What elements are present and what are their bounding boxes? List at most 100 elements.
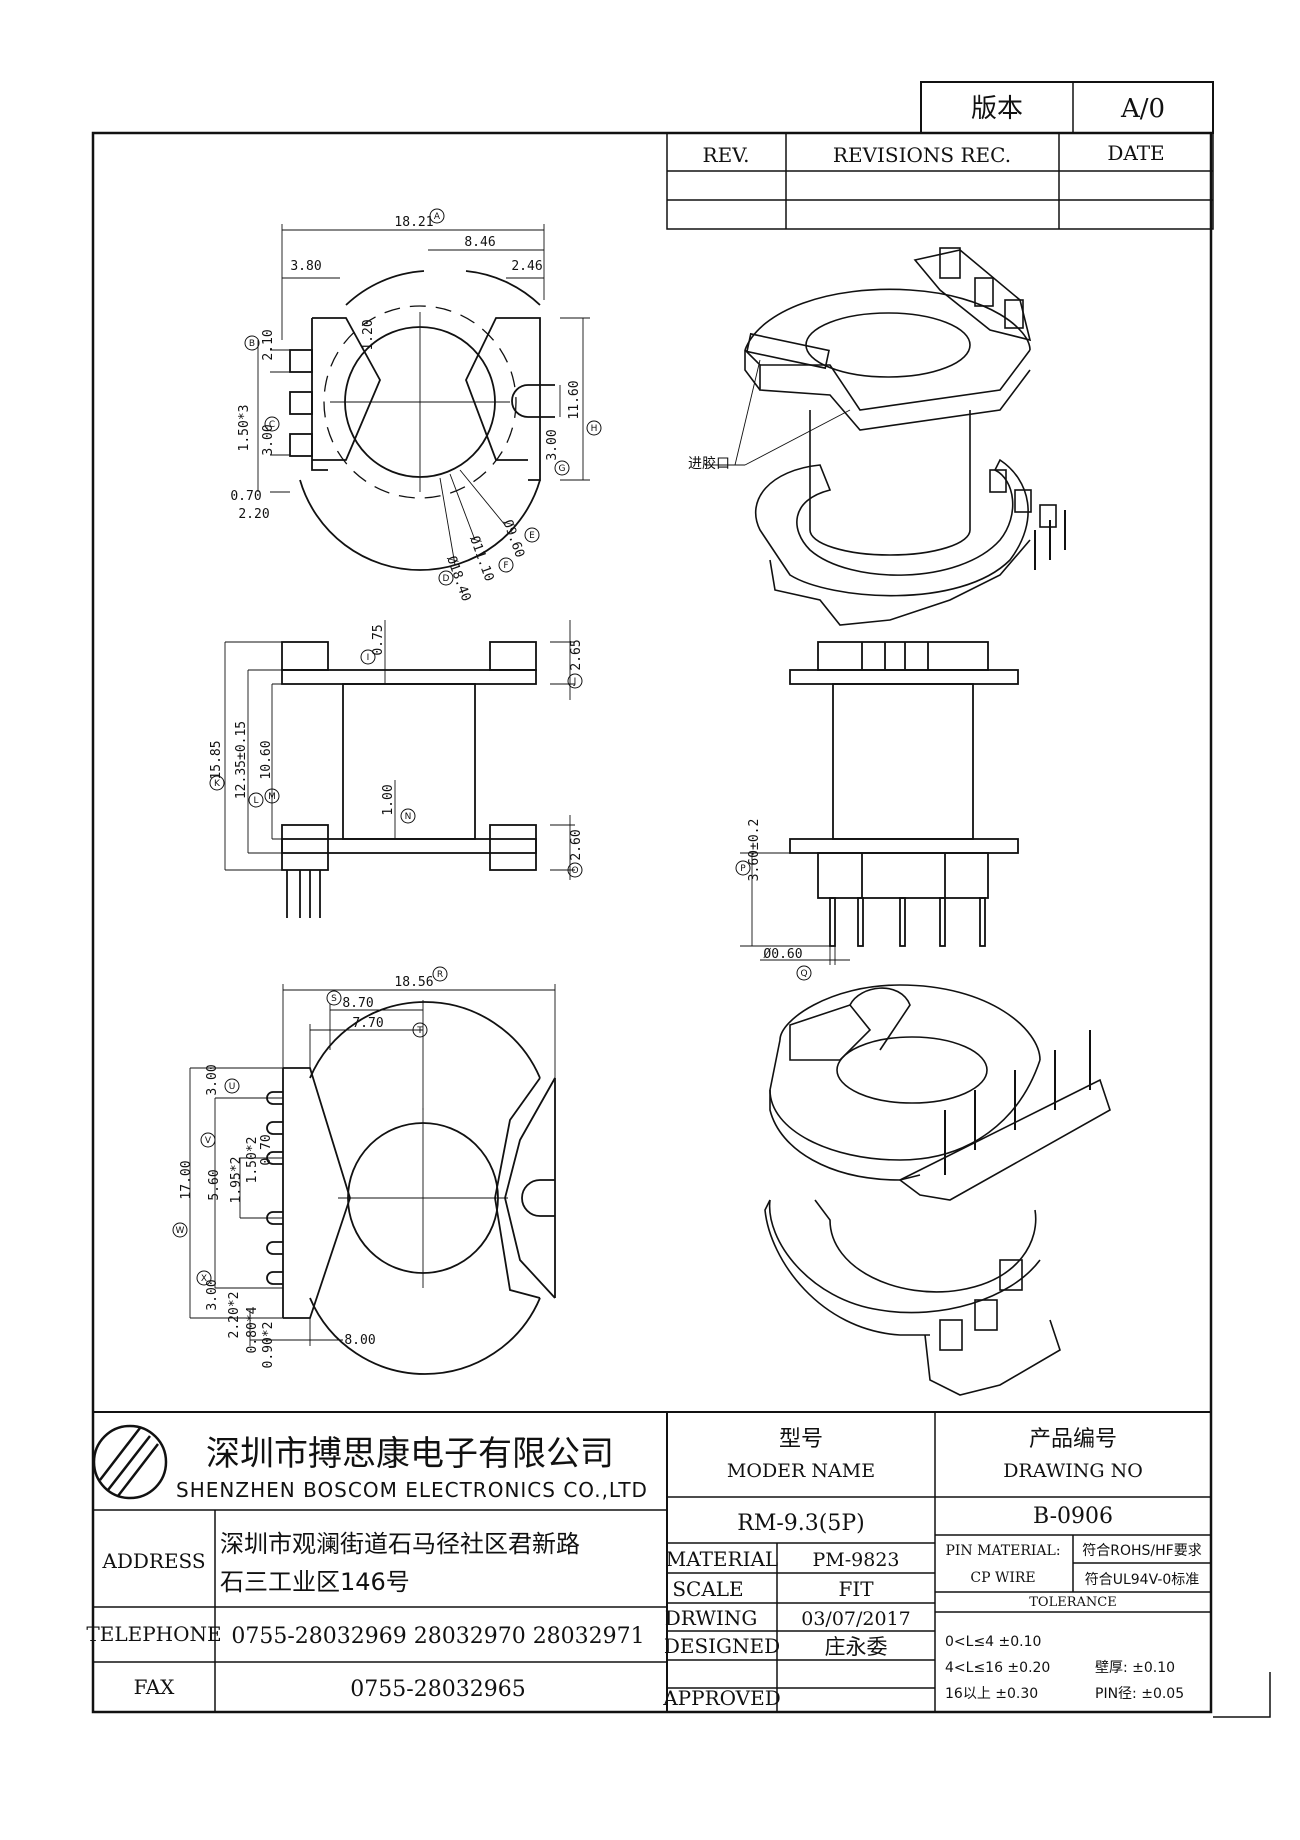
company-name-en: SHENZHEN BOSCOM ELECTRONICS CO.,LTD [176,1478,648,1502]
dim-3-00-bottom: 3.00 [205,1279,220,1310]
designed-label: DESIGNED [664,1634,780,1658]
dim-0-70-bottom: 0.70 [259,1134,274,1165]
model-label-en: MODER NAME [727,1460,875,1482]
dim-7-70: 7.70 [352,1016,383,1031]
top-view: 18.21 8.46 3.80 2.46 2.10 1.20 1.50*3 3.… [230,208,602,603]
marker-g: G [559,464,566,474]
approved-label: APPROVED [662,1686,781,1710]
revisions-header: REVISIONS REC. [833,143,1011,167]
tolerance-row-1: 0<L≤4 ±0.10 [945,1634,1041,1650]
rohs-note: 符合ROHS/HF要求 [1082,1543,1201,1559]
dim-2-65: 2.65 [569,639,584,670]
drawing-label-cn: 产品编号 [1029,1427,1117,1452]
marker-e: E [529,531,535,541]
dim-1-50x2: 1.50*2 [245,1137,260,1184]
dim-8-70: 8.70 [342,996,373,1011]
marker-v: V [205,1136,212,1146]
marker-o: O [571,866,578,876]
dim-1-50x3: 1.50*3 [237,405,252,452]
dim-2-20x2: 2.20*2 [227,1292,242,1339]
scale-value: FIT [838,1577,874,1601]
marker-j: J [573,677,577,687]
dim-11-60: 11.60 [567,380,582,419]
marker-i: I [367,653,370,663]
side-view: 0.75 2.65 15.85 12.35±0.15 10.60 1.00 2.… [209,620,584,918]
address-label: ADDRESS [101,1549,205,1573]
wall-tolerance: 壁厚: ±0.10 [1095,1660,1175,1676]
marker-c: C [269,420,275,430]
marker-f: F [503,561,508,571]
marker-p: P [740,864,746,874]
marker-h: H [591,424,598,434]
dim-10-60: 10.60 [259,740,274,779]
bottom-view: 18.56 8.70 7.70 3.00 0.70 1.50*2 1.95*2 … [172,966,556,1375]
dim-3-00-right: 3.00 [545,429,560,460]
dim-1-95x2: 1.95*2 [229,1157,244,1204]
marker-t: T [416,1026,423,1036]
material-value: PM-9823 [812,1549,899,1571]
material-label: MATERIAL [666,1547,778,1571]
dim-2-20: 2.20 [238,507,269,522]
dim-1-20: 1.20 [361,319,376,350]
drawing-label-en: DRAWING NO [1003,1460,1143,1482]
marker-u: U [229,1082,236,1092]
company-name-cn: 深圳市搏思康电子有限公司 [206,1434,614,1474]
marker-l: L [253,796,258,806]
marker-a: A [434,212,441,222]
dim-18-56: 18.56 [394,975,433,990]
version-value: A/0 [1120,94,1165,124]
marker-w: W [176,1226,185,1236]
version-box [920,81,1214,134]
revision-table [666,132,1214,230]
tolerance-row-2: 4<L≤16 ±0.20 [945,1660,1050,1676]
dim-3-80: 3.80 [290,259,321,274]
marker-s: S [331,994,337,1004]
dim-dia-0-60: Ø0.60 [763,947,802,962]
address-line-1: 深圳市观澜街道石马径社区君新路 [220,1530,580,1558]
dim-3-00-top: 3.00 [205,1064,220,1095]
marker-k: K [214,779,221,789]
pin-material-label: PIN MATERIAL: [945,1543,1060,1559]
ul-note: 符合UL94V-0标准 [1085,1572,1200,1588]
dim-2-60: 2.60 [569,829,584,860]
drwing-date: 03/07/2017 [801,1608,911,1630]
marker-q: Q [800,969,807,979]
dim-0-75: 0.75 [371,624,386,655]
pin-dia-tolerance: PIN径: ±0.05 [1095,1686,1184,1702]
gate-label: 进胶口 [688,455,730,472]
dim-0-90x2: 0.90*2 [261,1322,276,1369]
dim-15-85: 15.85 [209,740,224,779]
marker-b: B [249,339,255,349]
address-line-2: 石三工业区146号 [220,1568,410,1596]
fax-value: 0755-28032965 [350,1677,525,1702]
marker-d: D [443,574,450,584]
scale-label: SCALE [672,1577,743,1601]
drawing-no-value: B-0906 [1033,1504,1113,1529]
pin-material-value: CP WIRE [970,1570,1035,1586]
marker-m: M [268,792,276,802]
drawing-border [91,131,1213,1714]
dim-5-60: 5.60 [207,1169,222,1200]
dim-18-21: 18.21 [394,215,433,230]
marker-n: N [405,812,412,822]
title-block [92,1411,1211,1712]
dim-2-10: 2.10 [261,329,276,360]
date-header: DATE [1107,141,1164,165]
company-logo [92,1424,168,1500]
isometric-view-bottom [764,984,1111,1396]
telephone-label: TELEPHONE [86,1622,221,1646]
designer-value: 庄永委 [825,1635,888,1659]
dim-17-00: 17.00 [179,1160,194,1199]
front-view: 3.60±0.2 Ø0.60 P Q [735,641,1019,981]
dim-3-60: 3.60±0.2 [747,819,762,882]
dim-3-00-left: 3.00 [261,424,276,455]
drwing-label: DRWING [665,1606,758,1630]
rev-header: REV. [703,143,750,167]
fax-label: FAX [134,1675,176,1699]
dim-8-46: 8.46 [464,235,495,250]
dim-0-80x4: 0.80*4 [245,1306,260,1353]
tolerance-row-3: 16以上 ±0.30 [945,1686,1038,1702]
model-value: RM-9.3(5P) [737,1511,864,1536]
isometric-view-top [705,247,1066,626]
